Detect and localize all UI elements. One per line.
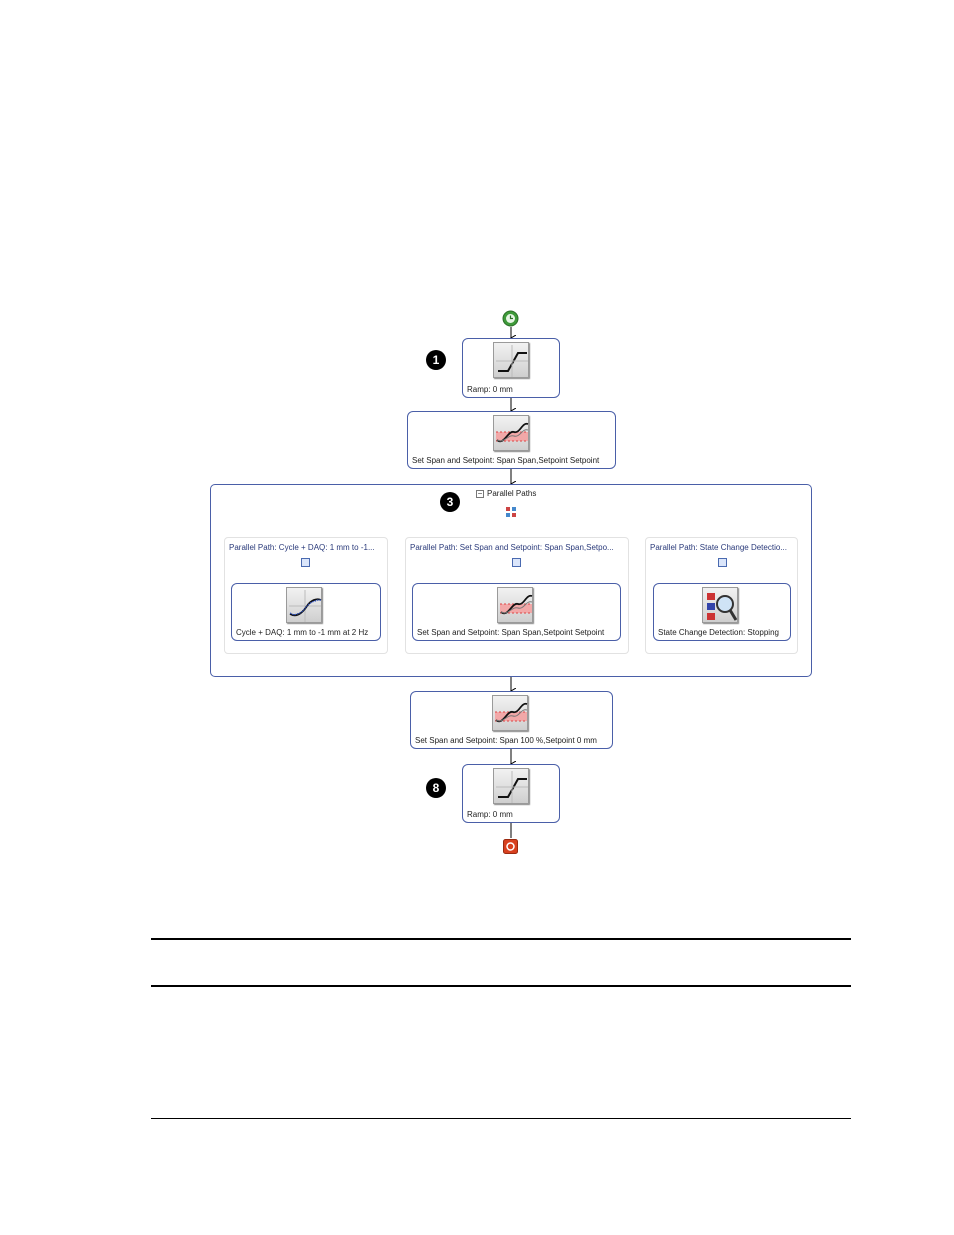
step-2-label: Set Span and Setpoint: Span Span,Setpoin…: [412, 456, 600, 465]
step-7-set-span-setpoint[interactable]: Set Span and Setpoint: Span 100 %,Setpoi…: [410, 691, 613, 749]
step-5-set-span-setpoint[interactable]: Set Span and Setpoint: Span Span,Setpoin…: [412, 583, 621, 641]
span-setpoint-icon: [497, 587, 533, 623]
step-1-badge: 1: [426, 350, 446, 370]
span-setpoint-icon: [493, 415, 529, 451]
ramp-icon: [493, 768, 529, 804]
step-4-cycle-daq[interactable]: Cycle + DAQ: 1 mm to -1 mm at 2 Hz: [231, 583, 381, 641]
step-6-label: State Change Detection: Stopping: [658, 628, 779, 637]
parallel-path-3-header: Parallel Path: State Change Detectio...: [650, 543, 787, 552]
step-5-label: Set Span and Setpoint: Span Span,Setpoin…: [417, 628, 605, 637]
parallel-path-cycle-daq: [224, 537, 388, 654]
start-clock-icon: [502, 310, 519, 327]
span-setpoint-icon: [492, 695, 528, 731]
parallel-split-icon: [506, 504, 516, 517]
step-1-label: Ramp: 0 mm: [467, 385, 513, 394]
step-8-label: Ramp: 0 mm: [467, 810, 513, 819]
step-1-ramp[interactable]: Ramp: 0 mm: [462, 338, 560, 398]
step-8-badge: 8: [426, 778, 446, 798]
path-start-icon: [512, 558, 521, 567]
path-start-icon: [718, 558, 727, 567]
step-6-state-change-detection[interactable]: State Change Detection: Stopping: [653, 583, 791, 641]
table-rule-top: [151, 938, 851, 940]
parallel-path-2-header: Parallel Path: Set Span and Setpoint: Sp…: [410, 543, 614, 552]
path-start-icon: [301, 558, 310, 567]
step-7-label: Set Span and Setpoint: Span 100 %,Setpoi…: [415, 736, 597, 745]
step-2-set-span-setpoint[interactable]: Set Span and Setpoint: Span Span,Setpoin…: [407, 411, 616, 469]
step-3-badge: 3: [440, 492, 460, 512]
table-rule-bottom: [151, 1118, 851, 1119]
parallel-paths-container: [210, 484, 812, 677]
parallel-paths-title: Parallel Paths: [487, 489, 537, 498]
step-4-label: Cycle + DAQ: 1 mm to -1 mm at 2 Hz: [236, 628, 369, 637]
ramp-icon: [493, 342, 529, 378]
collapse-toggle-icon[interactable]: −: [476, 489, 484, 498]
step-8-ramp[interactable]: Ramp: 0 mm: [462, 764, 560, 823]
parallel-path-state-change-detection: [645, 537, 798, 654]
parallel-path-set-span-setpoint: [405, 537, 629, 654]
stop-icon: [503, 839, 518, 854]
state-change-detection-icon: [702, 587, 738, 623]
parallel-path-1-header: Parallel Path: Cycle + DAQ: 1 mm to -1..…: [229, 543, 375, 552]
table-rule-middle: [151, 985, 851, 987]
cycle-daq-icon: [286, 587, 322, 623]
